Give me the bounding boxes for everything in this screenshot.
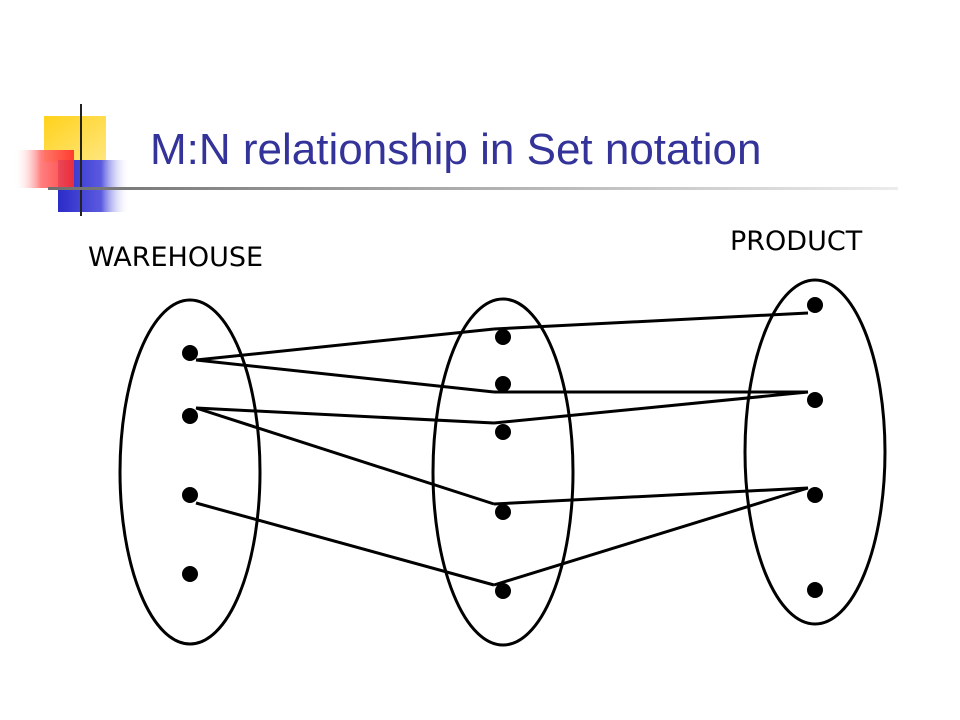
link-line bbox=[493, 311, 809, 331]
slide-title: M:N relationship in Set notation bbox=[150, 125, 762, 174]
warehouse-set-label: WAREHOUSE bbox=[88, 242, 263, 273]
relationship-element-dot bbox=[495, 504, 511, 520]
link-line bbox=[493, 486, 809, 587]
link-line bbox=[195, 501, 495, 587]
relationship-set-ellipse bbox=[431, 297, 575, 647]
product-set-label: PRODUCT bbox=[730, 226, 863, 257]
relationship-links bbox=[195, 311, 809, 587]
title-underline bbox=[48, 187, 898, 190]
slide-decoration bbox=[14, 104, 130, 216]
product-element-dot bbox=[807, 582, 823, 598]
red-square bbox=[14, 150, 74, 188]
warehouse-element-dot bbox=[182, 408, 198, 424]
product-element-dot bbox=[807, 297, 823, 313]
warehouse-elements bbox=[182, 345, 198, 582]
link-line bbox=[195, 406, 495, 506]
warehouse-element-dot bbox=[182, 487, 198, 503]
product-element-dot bbox=[807, 487, 823, 503]
relationship-element-dot bbox=[495, 424, 511, 440]
link-line bbox=[493, 486, 809, 506]
product-element-dot bbox=[807, 392, 823, 408]
warehouse-element-dot bbox=[182, 345, 198, 361]
relationship-element-dot bbox=[495, 329, 511, 345]
link-line bbox=[195, 358, 495, 394]
relationship-elements bbox=[495, 329, 511, 599]
link-line bbox=[195, 406, 495, 425]
link-line bbox=[493, 390, 809, 425]
warehouse-element-dot bbox=[182, 566, 198, 582]
relationship-element-dot bbox=[495, 376, 511, 392]
link-line bbox=[195, 327, 495, 362]
product-set-ellipse bbox=[743, 278, 887, 626]
product-elements bbox=[807, 297, 823, 598]
relationship-element-dot bbox=[495, 583, 511, 599]
warehouse-set-ellipse bbox=[118, 298, 262, 646]
